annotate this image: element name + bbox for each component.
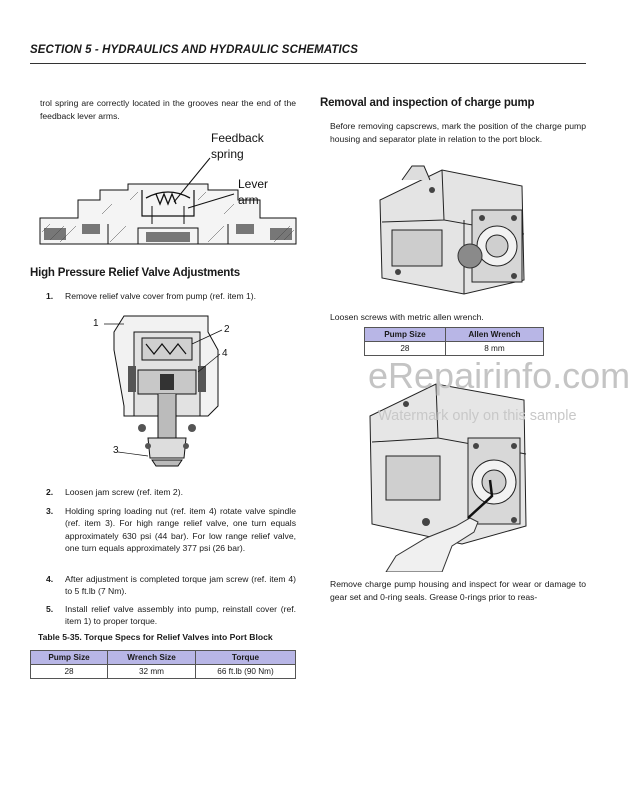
section-header: SECTION 5 - HYDRAULICS AND HYDRAULIC SCH… [30, 44, 358, 56]
step-text: Holding spring loading nut (ref. item 4)… [65, 506, 296, 554]
allen-wrench-table: Pump Size Allen Wrench 28 8 mm [364, 327, 545, 356]
table-row: 28 32 mm 66 ft.lb (90 Nm) [29, 664, 297, 679]
table-cell: 28 [29, 664, 109, 679]
step-1: 1. Remove relief valve cover from pump (… [46, 290, 296, 304]
step-text: Remove relief valve cover from pump (ref… [65, 291, 257, 301]
fig-label-arm: arm [238, 193, 259, 207]
table-cell: 66 ft.lb (90 Nm) [194, 664, 297, 679]
relief-valve-heading: High Pressure Relief Valve Adjustments [30, 267, 240, 279]
loosen-screws-text: Loosen screws with metric allen wrench. [330, 312, 484, 322]
step-text: After adjustment is completed torque jam… [65, 574, 296, 597]
fig-label-lever: Lever [238, 177, 269, 191]
fig-label-feedback: Feedback [211, 131, 264, 145]
step-5: 5. Install relief valve assembly into pu… [46, 603, 296, 631]
table-header: Pump Size [364, 327, 446, 342]
table-header: Pump Size [29, 650, 109, 665]
remove-housing-text: Remove charge pump housing and inspect f… [330, 579, 586, 602]
fig-callout-1: 1 [93, 318, 99, 329]
charge-pump-photo [372, 160, 532, 298]
step-number: 3. [46, 506, 54, 516]
step-text: Install relief valve assembly into pump,… [65, 604, 296, 627]
right-intro-text: Before removing capscrews, mark the posi… [330, 121, 586, 144]
table-row: 28 8 mm [364, 341, 545, 356]
step-number: 1. [46, 291, 54, 301]
step-number: 4. [46, 574, 54, 584]
table-header: Torque [194, 650, 297, 665]
table-header: Wrench Size [107, 650, 196, 665]
watermark-note: Watermark only on this sample [378, 408, 577, 424]
table-caption: Table 5-35. Torque Specs for Relief Valv… [38, 632, 273, 642]
table-cell: 8 mm [444, 341, 545, 356]
fig-callout-3: 3 [113, 445, 119, 456]
step-2: 2. Loosen jam screw (ref. item 2). [46, 486, 296, 500]
charge-pump-heading: Removal and inspection of charge pump [320, 97, 535, 109]
fig-label-spring: spring [211, 147, 244, 161]
step-number: 5. [46, 604, 54, 614]
feedback-spring-figure [39, 157, 297, 245]
table-header-row: Pump Size Wrench Size Torque [29, 650, 297, 665]
header-rule [30, 63, 586, 64]
step-3: 3. Holding spring loading nut (ref. item… [46, 505, 296, 569]
step-text: Loosen jam screw (ref. item 2). [65, 487, 183, 497]
table-header-row: Pump Size Allen Wrench [364, 327, 545, 342]
table-cell: 32 mm [107, 664, 196, 679]
torque-specs-table: Pump Size Wrench Size Torque 28 32 mm 66… [29, 650, 297, 679]
allen-wrench-photo [356, 376, 536, 572]
left-intro-text: trol spring are correctly located in the… [40, 98, 296, 121]
fig-callout-4: 4 [222, 348, 228, 359]
step-number: 2. [46, 487, 54, 497]
step-4: 4. After adjustment is completed torque … [46, 573, 296, 601]
fig-callout-2: 2 [224, 324, 230, 335]
table-cell: 28 [364, 341, 446, 356]
table-header: Allen Wrench [444, 327, 545, 342]
relief-valve-figure [104, 315, 223, 467]
watermark-brand: eRepairinfo.com [368, 355, 631, 396]
